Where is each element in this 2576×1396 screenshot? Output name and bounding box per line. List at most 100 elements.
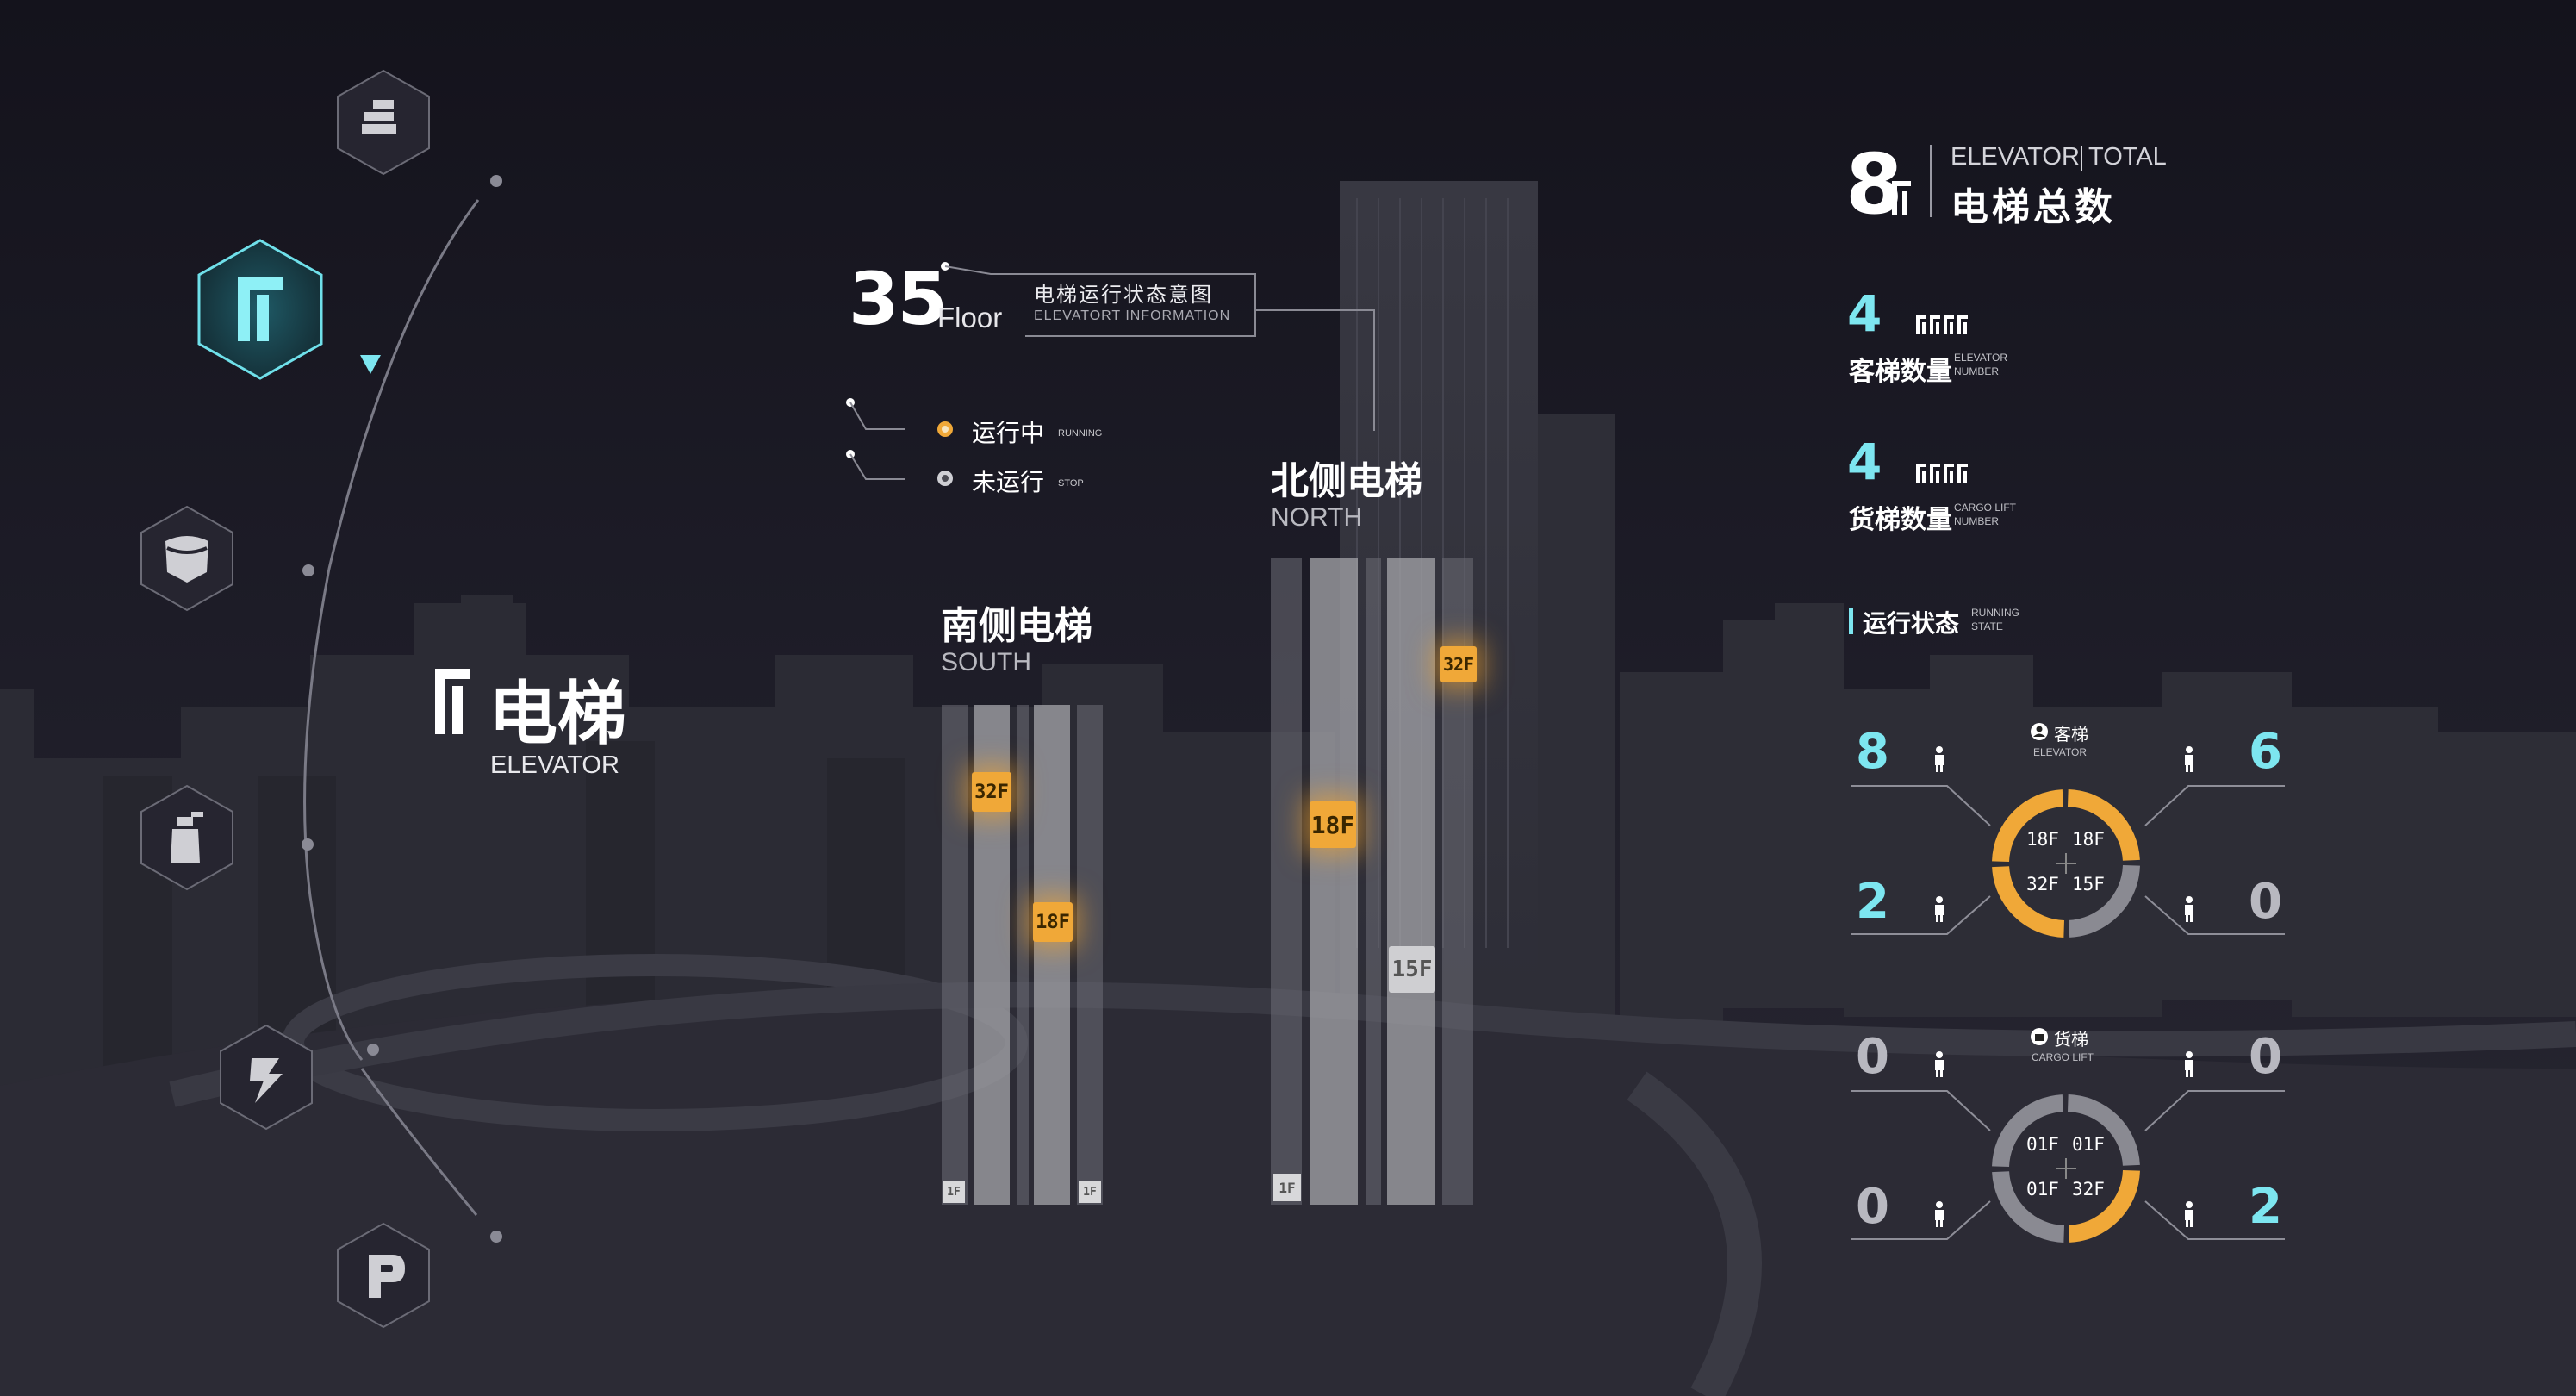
floor-label: Floor (937, 302, 1003, 333)
passenger-count-top-left: 8 (1856, 724, 1889, 780)
cargo-ring (1992, 1094, 2140, 1243)
north-subtitle: NORTH (1271, 503, 1363, 532)
cargo-count-bottom-left: 0 (1856, 1179, 1889, 1235)
south-title: 南侧电梯 (941, 604, 1092, 648)
south-shaft-4 (1034, 705, 1070, 1205)
cargo-ring-label: 货梯 (2054, 1031, 2088, 1050)
fire-extinguisher-icon (140, 784, 233, 891)
running-state-title: 运行状态 (1863, 609, 1960, 638)
info-title-en: ELEVATORT INFORMATION (1034, 308, 1231, 323)
passenger-count-bottom-right: 0 (2249, 874, 2282, 930)
north-shaft-1 (1271, 558, 1302, 1205)
elevator-icon (1892, 181, 1911, 215)
nav-item-water-tank[interactable] (140, 505, 234, 612)
legend-connector (846, 398, 905, 480)
passenger-count-bottom-left: 2 (1856, 874, 1889, 930)
north-shaft-2 (1310, 558, 1358, 1205)
cargo-count-top-right: 0 (2249, 1029, 2282, 1085)
power-icon (220, 1024, 313, 1131)
section-title: 电梯 (488, 674, 626, 754)
floor-number: 35 (849, 257, 948, 341)
cargo-label-en-a: CARGO LIFT (1954, 502, 2017, 514)
passenger-ring-connectors (1851, 785, 2285, 935)
person-icon (2185, 746, 2193, 772)
person-icon (2185, 1051, 2193, 1077)
legend-running-label: 运行中 (972, 420, 1045, 446)
south-shaft-1 (942, 705, 968, 1205)
person-icon (1935, 1201, 1944, 1227)
south-base-label-2: 1F (1079, 1181, 1101, 1203)
cargo-count-top-left: 0 (1856, 1029, 1889, 1085)
nav-arc (302, 175, 502, 1243)
cargo-units-icon (1916, 464, 1968, 483)
cargo-floor-3: 01F (2026, 1179, 2059, 1200)
passenger-label-en-a: ELEVATOR (1954, 352, 2008, 364)
cargo-label-en-b: NUMBER (1954, 515, 2000, 527)
nav-item-floors[interactable] (336, 69, 431, 176)
info-connector (941, 262, 1375, 431)
floors-icon (337, 69, 430, 176)
nav-item-fire-extinguisher[interactable] (140, 784, 234, 891)
passenger-label-en-b: NUMBER (1954, 365, 2000, 377)
passenger-count-top-right: 6 (2249, 724, 2282, 780)
person-icon (1935, 746, 1944, 772)
nav-pointer-icon (360, 355, 381, 374)
legend-running-en: RUNNING (1058, 428, 1103, 439)
passenger-value: 4 (1847, 284, 1882, 343)
passenger-ring-label-en: ELEVATOR (2033, 746, 2088, 758)
cargo-label-cn: 货梯数量 (1849, 505, 1952, 535)
south-base-label-1: 1F (943, 1181, 965, 1203)
cargo-ring-connectors (1851, 1090, 2285, 1240)
nav-item-parking[interactable] (336, 1222, 431, 1329)
cargo-box-icon (2031, 1028, 2048, 1045)
cargo-value: 4 (1847, 433, 1882, 491)
passenger-ring (1992, 789, 2140, 938)
cargo-ring-label-en: CARGO LIFT (2032, 1051, 2094, 1063)
cargo-floor-2: 01F (2072, 1134, 2105, 1155)
total-divider (1930, 145, 1932, 217)
running-state-marker (1849, 608, 1853, 634)
legend-stop-label: 未运行 (972, 469, 1045, 495)
north-title: 北侧电梯 (1271, 459, 1422, 503)
parking-icon (337, 1222, 430, 1329)
total-label-en-a: ELEVATOR (1951, 143, 2080, 171)
person-icon (2185, 896, 2193, 922)
passenger-ring-label: 客梯 (2054, 726, 2088, 745)
south-car-tag-1[interactable]: 32F (972, 772, 1011, 812)
running-state-en-a: RUNNING (1971, 607, 2019, 619)
passenger-floor-1: 18F (2026, 829, 2059, 850)
legend-stop-en: STOP (1058, 478, 1084, 489)
person-icon (1935, 1051, 1944, 1077)
cargo-floor-4: 32F (2072, 1179, 2105, 1200)
cargo-count-bottom-right: 2 (2249, 1179, 2282, 1235)
north-shaft-4 (1387, 558, 1435, 1205)
water-tank-icon (140, 505, 233, 612)
north-car-tag-3[interactable]: 15F (1389, 946, 1435, 993)
stop-status-dot (937, 471, 953, 486)
passenger-label-cn: 客梯数量 (1849, 357, 1952, 387)
running-state-en-b: STATE (1971, 620, 2003, 633)
elevator-icon (435, 669, 470, 734)
cargo-floor-1: 01F (2026, 1134, 2059, 1155)
south-shaft-5 (1077, 705, 1103, 1205)
total-label-en-b: TOTAL (2088, 143, 2167, 171)
person-icon (1935, 896, 1944, 922)
passenger-floor-2: 18F (2072, 829, 2105, 850)
total-label-sep (2081, 146, 2082, 171)
elevator-icon (197, 239, 323, 380)
running-status-dot (937, 421, 953, 437)
passenger-floor-4: 15F (2072, 874, 2105, 894)
north-base-label: 1F (1273, 1174, 1301, 1201)
north-shaft-3 (1366, 558, 1381, 1205)
nav-item-elevator[interactable] (196, 238, 324, 381)
south-subtitle: SOUTH (941, 648, 1031, 676)
north-car-tag-2[interactable]: 18F (1310, 801, 1356, 848)
passenger-floor-3: 32F (2026, 874, 2059, 894)
north-car-tag-1[interactable]: 32F (1440, 646, 1477, 682)
south-car-tag-2[interactable]: 18F (1033, 902, 1073, 942)
nav-item-power[interactable] (219, 1024, 314, 1131)
passenger-units-icon (1916, 315, 1968, 334)
south-shaft-3 (1017, 705, 1029, 1205)
total-label-cn: 电梯总数 (1951, 185, 2116, 229)
